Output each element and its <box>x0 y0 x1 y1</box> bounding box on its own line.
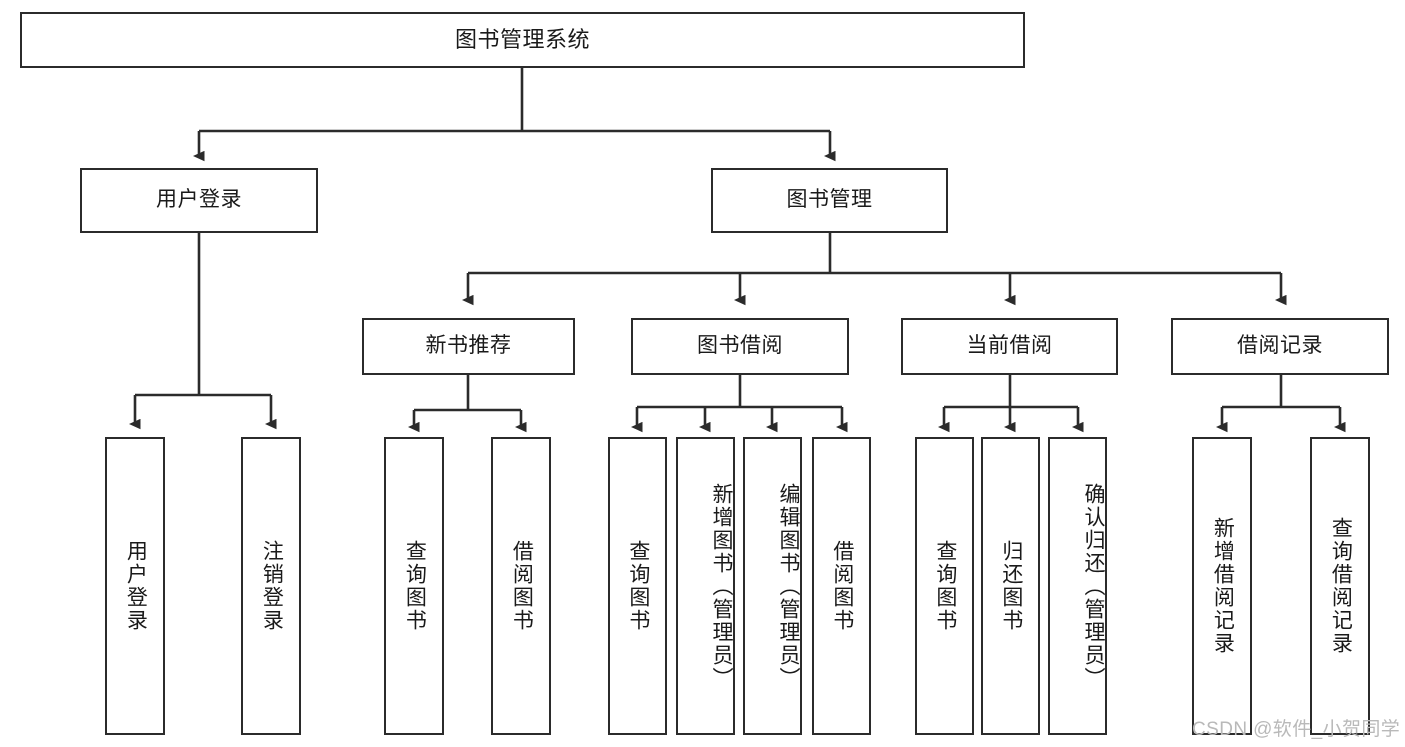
leaf-record-add-record[interactable]: 新增借阅记录 <box>1192 437 1252 735</box>
leaf-user-login-login[interactable]: 用户登录 <box>105 437 165 735</box>
node-borrow-record[interactable]: 借阅记录 <box>1171 318 1389 375</box>
leaf-new-book-query[interactable]: 查询图书 <box>384 437 444 735</box>
leaf-borrow-edit-book-admin[interactable]: 编辑图书（管理员） <box>743 437 802 735</box>
leaf-borrow-add-book-admin[interactable]: 新增图书（管理员） <box>676 437 735 735</box>
leaf-new-book-borrow[interactable]: 借阅图书 <box>491 437 551 735</box>
node-current-borrow[interactable]: 当前借阅 <box>901 318 1118 375</box>
leaf-borrow-query-book[interactable]: 查询图书 <box>608 437 667 735</box>
node-root-system[interactable]: 图书管理系统 <box>20 12 1025 68</box>
leaf-current-confirm-return-admin[interactable]: 确认归还（管理员） <box>1048 437 1107 735</box>
leaf-current-query-book[interactable]: 查询图书 <box>915 437 974 735</box>
csdn-watermark: CSDN @软件_小贺同学 <box>1192 719 1401 740</box>
node-book-management[interactable]: 图书管理 <box>711 168 948 233</box>
leaf-record-query-record[interactable]: 查询借阅记录 <box>1310 437 1370 735</box>
node-user-login[interactable]: 用户登录 <box>80 168 318 233</box>
leaf-current-return-book[interactable]: 归还图书 <box>981 437 1040 735</box>
node-new-book-recommend[interactable]: 新书推荐 <box>362 318 575 375</box>
leaf-borrow-borrow-book[interactable]: 借阅图书 <box>812 437 871 735</box>
leaf-user-login-logout[interactable]: 注销登录 <box>241 437 301 735</box>
node-book-borrow[interactable]: 图书借阅 <box>631 318 849 375</box>
